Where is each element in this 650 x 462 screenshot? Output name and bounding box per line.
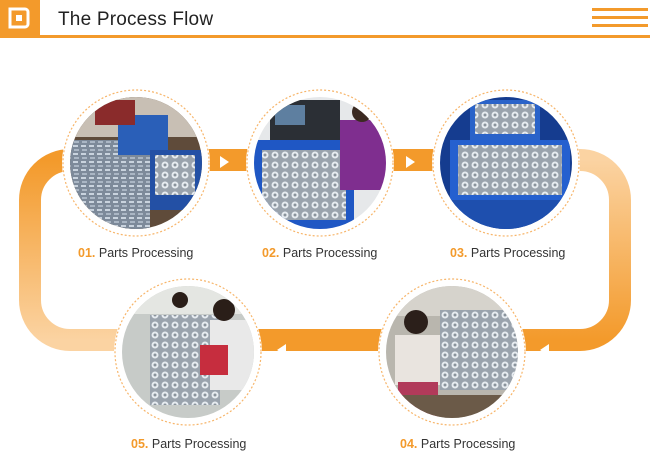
- corner-logo-icon: [8, 7, 30, 29]
- flow-track-right: [520, 149, 631, 351]
- flow-track-left: [19, 149, 130, 351]
- step-1-photo: [62, 89, 210, 237]
- step-5-photo: [114, 278, 262, 426]
- header-accent-block: [0, 0, 40, 38]
- step-4-photo: [378, 278, 526, 426]
- step-2-photo: [246, 89, 394, 237]
- step-4-label: 04. Parts Processing: [400, 437, 516, 451]
- step-3-photo: [432, 89, 580, 237]
- arrow-right-icon: [406, 156, 415, 168]
- step-1-label: 01. Parts Processing: [78, 246, 194, 260]
- header-underline: [40, 35, 650, 38]
- page-header: The Process Flow: [0, 0, 650, 40]
- page-title: The Process Flow: [58, 9, 214, 30]
- step-3-label: 03. Parts Processing: [450, 246, 566, 260]
- step-2-label: 02. Parts Processing: [262, 246, 378, 260]
- menu-lines-icon: [592, 8, 648, 30]
- arrow-left-icon: [277, 344, 286, 356]
- arrow-right-icon: [220, 156, 229, 168]
- arrow-left-icon: [540, 344, 549, 356]
- step-5-label: 05. Parts Processing: [131, 437, 247, 451]
